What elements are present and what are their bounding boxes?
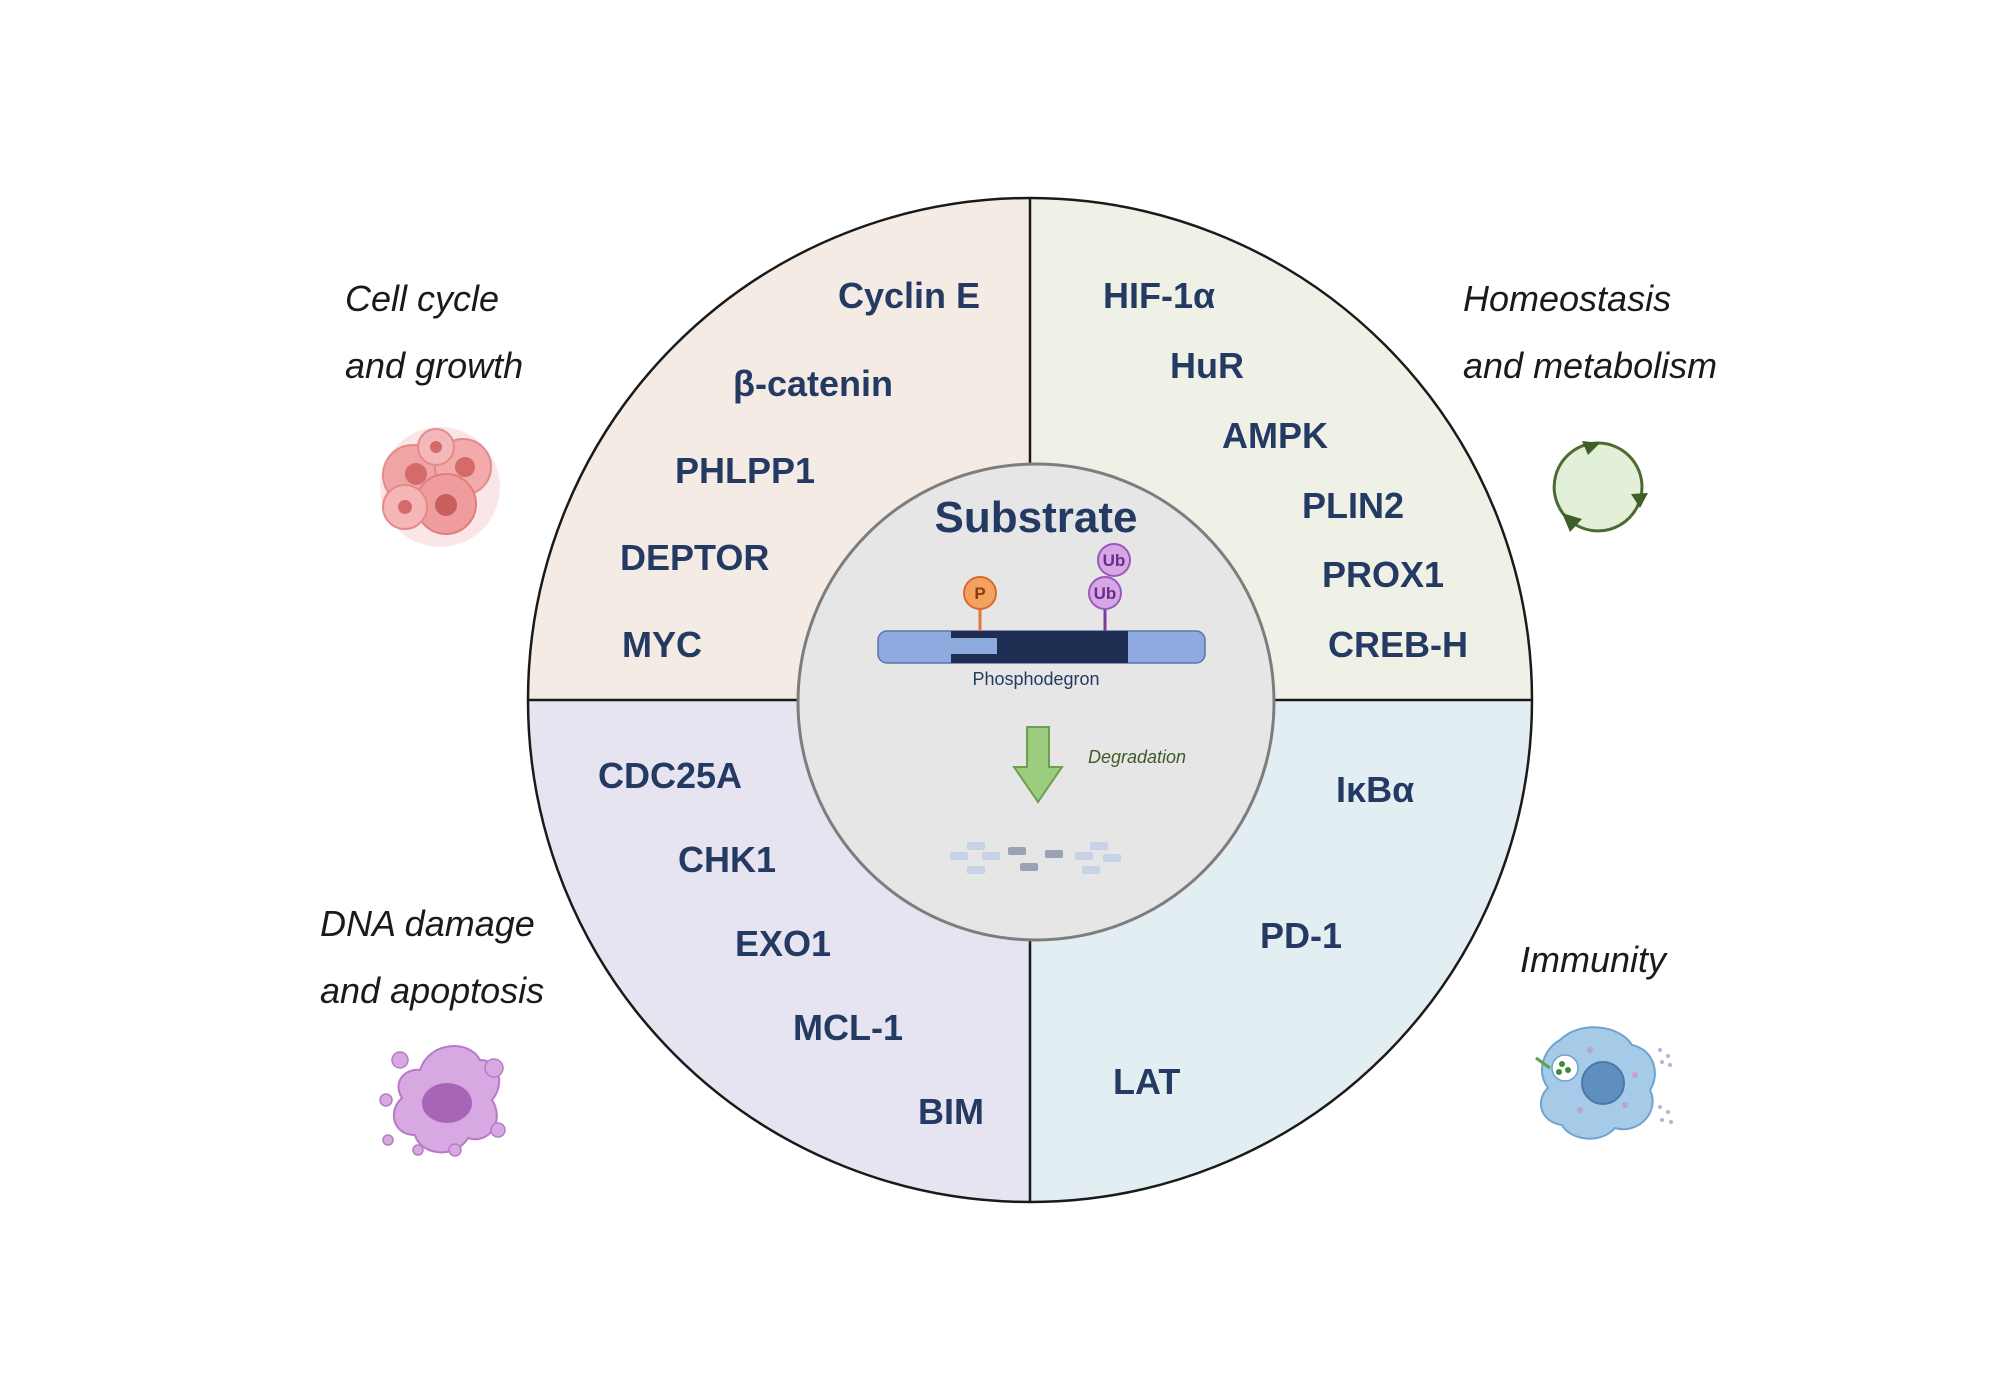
gene-label: DEPTOR [620, 537, 769, 578]
gene-label: CREB-H [1328, 624, 1468, 665]
category-line-1: Immunity [1520, 939, 1667, 980]
gene-label: PLIN2 [1302, 485, 1404, 526]
gene-label: MYC [622, 624, 702, 665]
gene-label: Cyclin E [838, 275, 980, 316]
gene-label: AMPK [1222, 415, 1328, 456]
gene-label: EXO1 [735, 923, 831, 964]
category-line-1: Cell cycle [345, 278, 500, 319]
gene-label: PD-1 [1260, 915, 1342, 956]
phospho-label: P [974, 584, 985, 603]
protein-bar [877, 630, 1206, 664]
cancer-cell-cluster-icon [380, 427, 500, 547]
recycle-cycle-icon [1552, 441, 1648, 533]
gene-label: CDC25A [598, 755, 742, 796]
category-homeostasis: Homeostasis and metabolism [1463, 265, 1717, 399]
phospho-marker-icon: P [963, 576, 997, 631]
category-cell-cycle: Cell cycle and growth [345, 265, 523, 399]
category-line-2: and metabolism [1463, 345, 1718, 386]
category-dna-damage: DNA damage and apoptosis [320, 890, 544, 1024]
gene-label: β-catenin [733, 363, 893, 404]
gene-label: HIF-1α [1103, 275, 1215, 316]
gene-label: PROX1 [1322, 554, 1444, 595]
gene-label: PHLPP1 [675, 450, 815, 491]
gene-label: MCL-1 [793, 1007, 903, 1048]
gene-label: CHK1 [678, 839, 776, 880]
outer-ring [526, 196, 1534, 1204]
category-line-2: and apoptosis [320, 970, 545, 1011]
gene-label: LAT [1113, 1061, 1180, 1102]
degradation-arrow-icon [1012, 726, 1064, 804]
gene-label: BIM [918, 1091, 984, 1132]
ubiquitin-label: Ub [1103, 551, 1126, 570]
category-line-2: and growth [345, 345, 524, 386]
peptide-fragments-icon [950, 842, 1121, 874]
gene-label: HuR [1170, 345, 1244, 386]
immune-cell-icon [1535, 1026, 1673, 1140]
ubiquitin-label: Ub [1094, 584, 1117, 603]
category-line-1: DNA damage [320, 903, 535, 944]
degradation-label: Degradation [1088, 747, 1186, 767]
apoptotic-cell-icon [379, 1045, 506, 1157]
center-circle [796, 462, 1276, 942]
category-line-1: Homeostasis [1463, 278, 1672, 319]
phosphodegron-label: Phosphodegron [972, 669, 1099, 689]
substrate-title: Substrate [935, 493, 1138, 542]
gene-label: IκBα [1336, 769, 1414, 810]
category-immunity: Immunity [1520, 926, 1666, 993]
ubiquitin-chain-icon: Ub Ub [1088, 543, 1131, 631]
